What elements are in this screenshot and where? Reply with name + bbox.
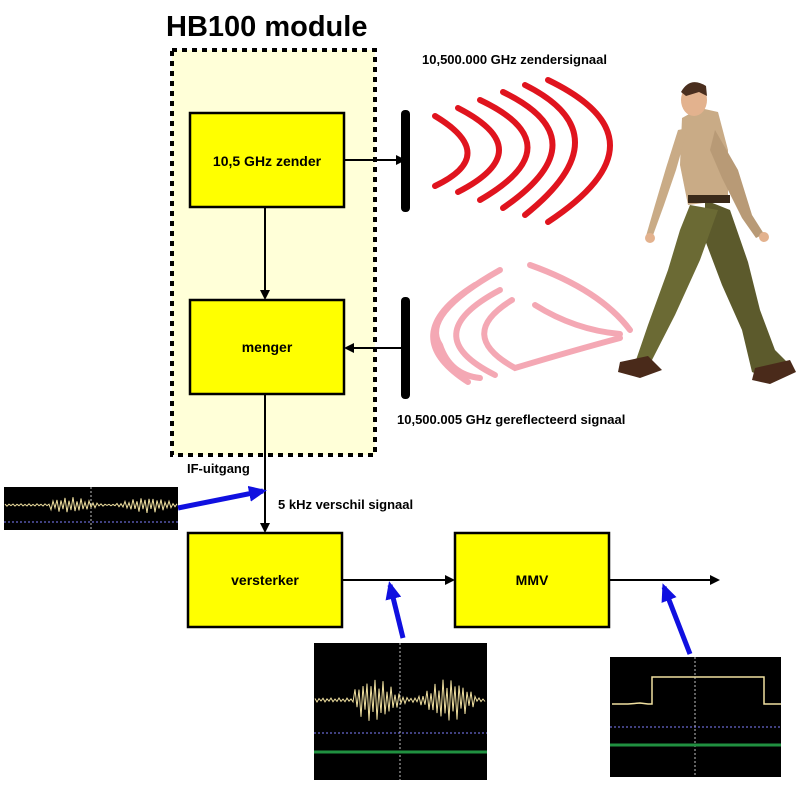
pointer-arrow-if [177,485,267,511]
pointer-arrow-mmv [661,583,693,655]
mmv-label: MMV [516,572,549,588]
amplifier-label: versterker [231,572,299,588]
scope-if-trace [4,497,178,513]
mixer-label: menger [242,339,293,355]
transmit-signal-label: 10,500.000 GHz zendersignaal [422,52,607,67]
transmitter-label: 10,5 GHz zender [213,153,322,169]
difference-signal-label: 5 kHz verschil signaal [278,497,413,512]
transmitter-block [188,111,346,209]
receive-antenna [401,297,410,399]
reflected-signal-label: 10,500.005 GHz gereflecteerd signaal [397,412,625,427]
reflected-wave-arcs [430,262,633,385]
pointer-arrow-amplifier [385,581,406,639]
module-title: HB100 module [166,11,367,43]
scope-amplifier-output [314,643,487,780]
transmit-wave-arcs [432,77,613,225]
amplifier-block [186,531,344,629]
transmit-antenna [401,110,410,212]
scope-mmv-output [610,657,781,777]
scope-mmv-trace [612,676,781,705]
scope-if-output [4,487,178,530]
walking-person-illustration [618,82,796,384]
mixer-block [188,298,346,396]
scope-amplifier-trace [314,679,486,721]
if-output-label: IF-uitgang [187,461,250,476]
